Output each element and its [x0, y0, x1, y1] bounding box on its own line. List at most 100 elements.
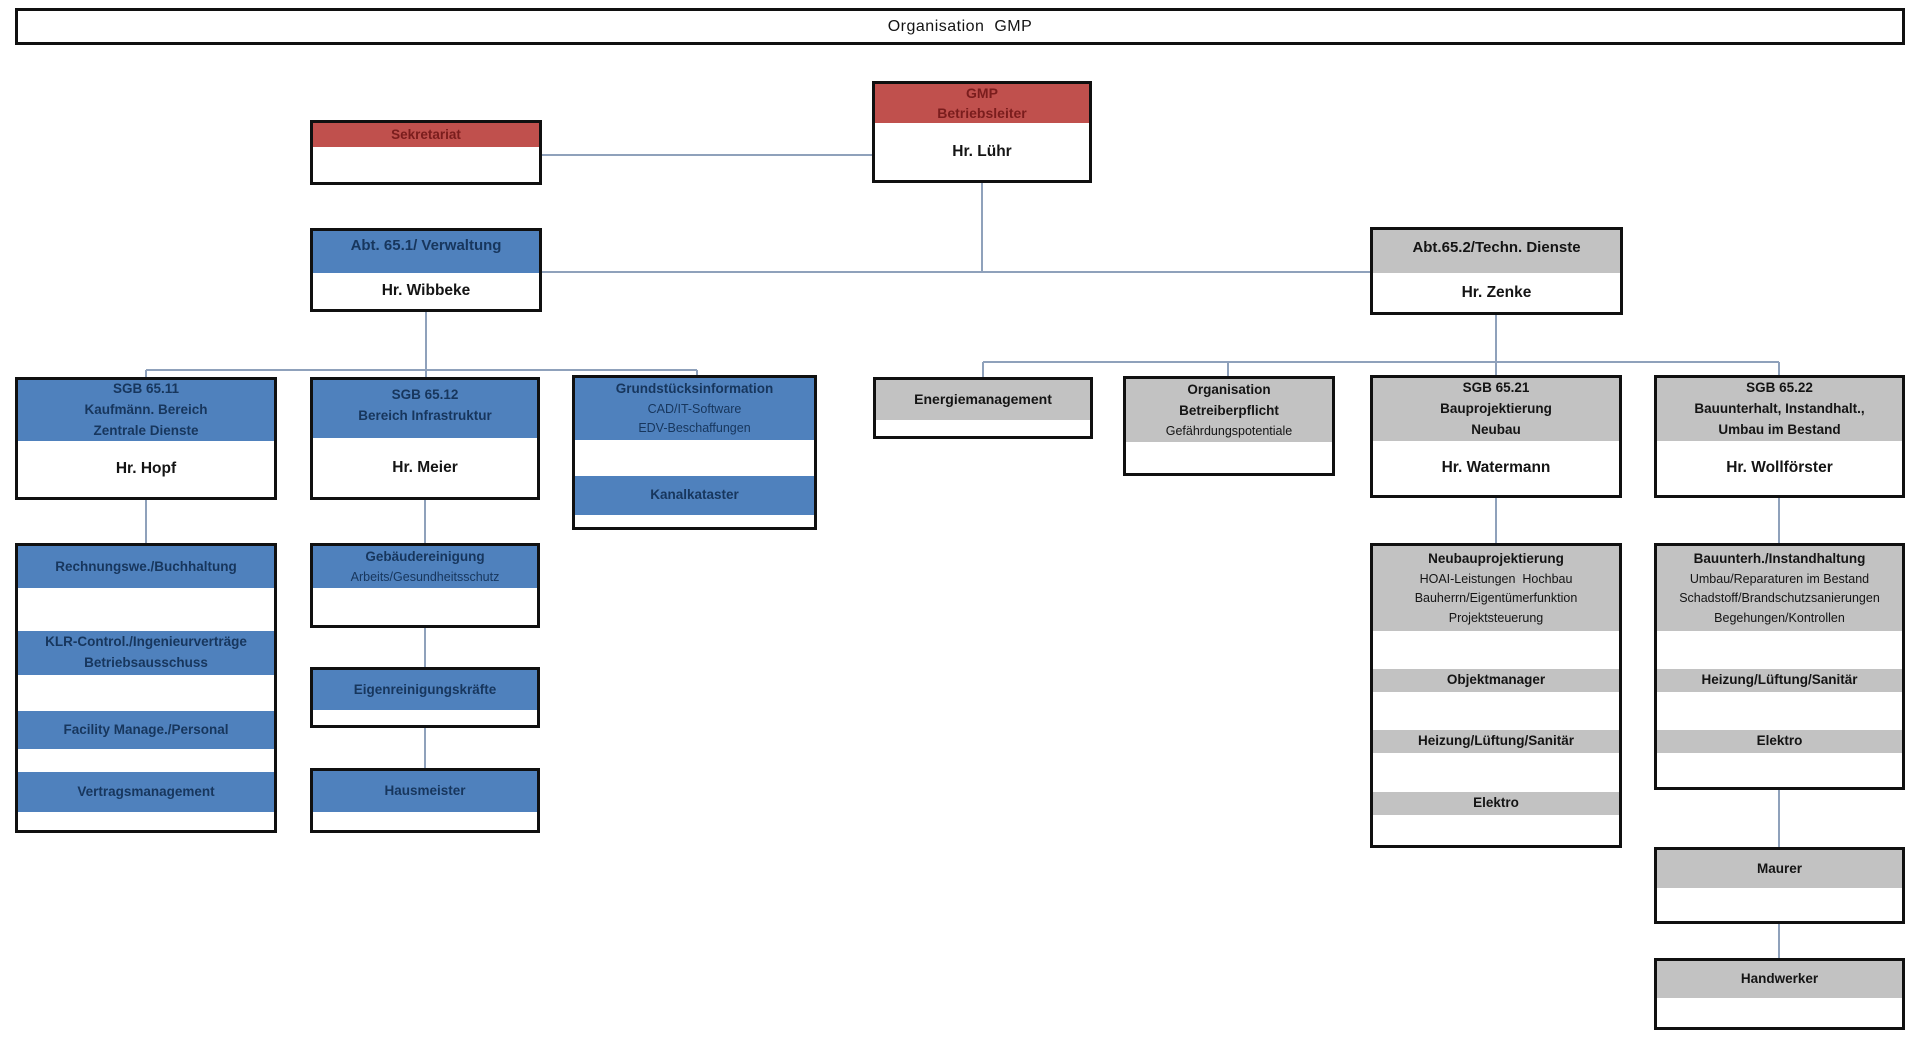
- spacer: [1657, 631, 1902, 669]
- org-node-sgb-6511-units: Rechnungswe./Buchhaltung KLR-Control./In…: [15, 543, 277, 833]
- energiemanagement-body: [876, 420, 1090, 436]
- spacer: [18, 588, 274, 631]
- energiemanagement-label: Energiemanagement: [914, 391, 1052, 408]
- org-node-handwerker: Handwerker: [1654, 958, 1905, 1030]
- unit-klr-controlling: KLR-Control./Ingenieurverträge Betriebsa…: [18, 631, 274, 675]
- eigenreinigungskraefte-body: [313, 710, 537, 725]
- sgb-6522-header-line-3: Umbau im Bestand: [1718, 421, 1841, 437]
- org-node-sekretariat: Sekretariat: [310, 120, 542, 185]
- gmp-header-line-1: GMP: [966, 84, 998, 101]
- org-node-hausmeister: Hausmeister: [310, 768, 540, 833]
- sgb-6521-header: SGB 65.21 Bauprojektierung Neubau: [1373, 378, 1619, 441]
- sgb-6512-header: SGB 65.12 Bereich Infrastruktur: [313, 380, 537, 438]
- unit-bauunterhalt-line-1: Umbau/Reparaturen im Bestand: [1689, 571, 1870, 586]
- abt-651-header: Abt. 65.1/ Verwaltung: [313, 231, 539, 273]
- unit-rechnungswesen: Rechnungswe./Buchhaltung: [18, 546, 274, 588]
- unit-elektro-6522: Elektro: [1657, 730, 1902, 753]
- sgb-6511-header-line-3: Zentrale Dienste: [93, 422, 199, 438]
- handwerker-body: [1657, 998, 1902, 1027]
- sekretariat-header: Sekretariat: [313, 123, 539, 147]
- org-node-maurer: Maurer: [1654, 847, 1905, 924]
- org-node-organisation-betreiberpflicht: Organisation Betreiberpflicht Gefährdung…: [1123, 376, 1335, 476]
- sgb-6521-header-line-3: Neubau: [1471, 421, 1521, 437]
- sekretariat-header-label: Sekretariat: [391, 126, 461, 142]
- org-node-gebaeudereinigung: Gebäudereinigung Arbeits/Gesundheitsschu…: [310, 543, 540, 628]
- gmp-header: GMP Betriebsleiter: [875, 84, 1089, 123]
- spacer: [575, 440, 814, 476]
- maurer-body: [1657, 888, 1902, 921]
- unit-bauunterhalt-title: Bauunterh./Instandhaltung: [1693, 550, 1866, 566]
- organisation-betreiberpflicht-body: [1126, 442, 1332, 473]
- unit-hls-6521-label: Heizung/Lüftung/Sanitär: [1418, 733, 1574, 749]
- sgb-6512-header-line-1: SGB 65.12: [391, 387, 459, 402]
- sgb-6511-person-name: Hr. Hopf: [115, 460, 177, 477]
- org-node-sgb-6512: SGB 65.12 Bereich Infrastruktur Hr. Meie…: [310, 377, 540, 500]
- grundstuecksinformation-header: Grundstücksinformation CAD/IT-Software E…: [575, 378, 814, 440]
- gebaeudereinigung-body: [313, 588, 537, 625]
- abt-651-header-label: Abt. 65.1/ Verwaltung: [350, 237, 502, 254]
- org-node-abt-652-techn-dienste: Abt.65.2/Techn. Dienste Hr. Zenke: [1370, 227, 1623, 315]
- unit-kanalkataster-label: Kanalkataster: [650, 487, 739, 503]
- abt-652-person-name: Hr. Zenke: [1461, 283, 1532, 301]
- org-node-energiemanagement: Energiemanagement: [873, 377, 1093, 439]
- org-node-sgb-6521: SGB 65.21 Bauprojektierung Neubau Hr. Wa…: [1370, 375, 1622, 498]
- abt-652-header: Abt.65.2/Techn. Dienste: [1373, 230, 1620, 273]
- organisation-title-line-1: Organisation: [1187, 381, 1271, 397]
- sgb-6511-header-line-2: Kaufmänn. Bereich: [84, 402, 208, 418]
- grundstuecksinformation-line-2: EDV-Beschaffungen: [638, 421, 751, 436]
- gebaeudereinigung-title: Gebäudereinigung: [365, 548, 485, 564]
- org-node-abt-651-verwaltung: Abt. 65.1/ Verwaltung Hr. Wibbeke: [310, 228, 542, 312]
- unit-klr-line-2: Betriebsausschuss: [84, 655, 208, 670]
- org-node-eigenreinigungskraefte: Eigenreinigungskräfte: [310, 667, 540, 728]
- handwerker-header: Handwerker: [1657, 961, 1902, 998]
- abt-651-person-name: Hr. Wibbeke: [381, 282, 471, 299]
- gmp-header-line-2: Betriebsleiter: [937, 104, 1027, 121]
- maurer-label: Maurer: [1756, 860, 1802, 876]
- spacer: [18, 749, 274, 772]
- eigenreinigungskraefte-header: Eigenreinigungskräfte: [313, 670, 537, 710]
- unit-neubauprojektierung-title: Neubauprojektierung: [1428, 550, 1564, 566]
- unit-neubauprojektierung: Neubauprojektierung HOAI-Leistungen Hoch…: [1373, 546, 1619, 631]
- spacer: [1657, 753, 1902, 787]
- sgb-6522-header: SGB 65.22 Bauunterhalt, Instandhalt., Um…: [1657, 378, 1902, 441]
- spacer: [18, 812, 274, 830]
- sgb-6522-person-name: Hr. Wollförster: [1726, 459, 1833, 476]
- unit-klr-line-1: KLR-Control./Ingenieurverträge: [45, 634, 247, 650]
- unit-hls-6522: Heizung/Lüftung/Sanitär: [1657, 669, 1902, 692]
- spacer: [1373, 692, 1619, 730]
- org-node-sgb-6522: SGB 65.22 Bauunterhalt, Instandhalt., Um…: [1654, 375, 1905, 498]
- gebaeudereinigung-subtitle: Arbeits/Gesundheitsschutz: [350, 569, 500, 584]
- sgb-6522-header-line-1: SGB 65.22: [1746, 380, 1813, 396]
- handwerker-label: Handwerker: [1740, 971, 1819, 987]
- sgb-6521-header-line-2: Bauprojektierung: [1440, 401, 1552, 417]
- maurer-header: Maurer: [1657, 850, 1902, 888]
- unit-objektmanager-label: Objektmanager: [1446, 672, 1546, 688]
- unit-bauunterhalt-line-2: Schadstoff/Brandschutzsanierungen: [1679, 591, 1880, 606]
- org-node-sgb-6521-units: Neubauprojektierung HOAI-Leistungen Hoch…: [1370, 543, 1622, 848]
- grundstuecksinformation-title: Grundstücksinformation: [615, 381, 774, 397]
- unit-vertragsmanagement-label: Vertragsmanagement: [77, 783, 215, 799]
- eigenreinigungskraefte-label: Eigenreinigungskräfte: [353, 681, 497, 697]
- gebaeudereinigung-header: Gebäudereinigung Arbeits/Gesundheitsschu…: [313, 546, 537, 588]
- spacer: [1373, 815, 1619, 845]
- chart-title-bar: Organisation GMP: [15, 8, 1905, 45]
- unit-neubauprojektierung-line-2: Bauherrn/Eigentümerfunktion: [1414, 591, 1578, 606]
- org-node-sgb-6511: SGB 65.11 Kaufmänn. Bereich Zentrale Die…: [15, 377, 277, 500]
- sgb-6512-person-name: Hr. Meier: [392, 458, 458, 476]
- sgb-6511-header-line-1: SGB 65.11: [112, 381, 180, 397]
- unit-bauunterhalt-line-3: Begehungen/Kontrollen: [1714, 610, 1845, 625]
- unit-neubauprojektierung-line-3: Projektsteuerung: [1448, 610, 1544, 625]
- spacer: [1373, 753, 1619, 792]
- spacer: [1657, 692, 1902, 730]
- sekretariat-body: [313, 147, 539, 182]
- sgb-6511-header: SGB 65.11 Kaufmänn. Bereich Zentrale Die…: [18, 380, 274, 441]
- unit-elektro-6521-label: Elektro: [1473, 795, 1519, 811]
- unit-neubauprojektierung-line-1: HOAI-Leistungen Hochbau: [1419, 571, 1573, 586]
- org-node-sgb-6522-units: Bauunterh./Instandhaltung Umbau/Reparatu…: [1654, 543, 1905, 790]
- grundstuecksinformation-line-1: CAD/IT-Software: [647, 402, 742, 417]
- org-node-grundstuecksinformation: Grundstücksinformation CAD/IT-Software E…: [572, 375, 817, 530]
- sgb-6512-header-line-2: Bereich Infrastruktur: [358, 407, 492, 423]
- organisation-betreiberpflicht-header: Organisation Betreiberpflicht Gefährdung…: [1126, 379, 1332, 442]
- gmp-person-name: Hr. Lühr: [952, 142, 1012, 160]
